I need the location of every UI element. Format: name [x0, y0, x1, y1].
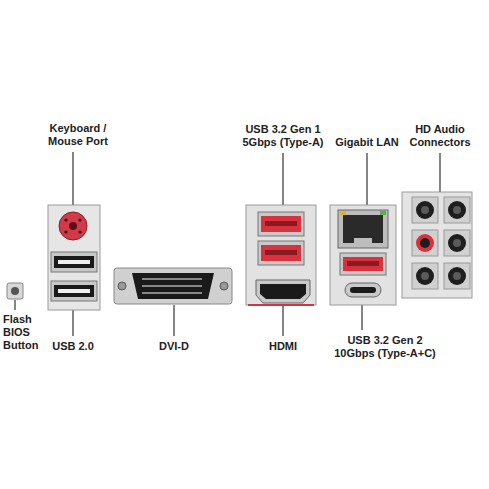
port-label: HD Audio Connectors: [404, 123, 476, 149]
port-label: USB 3.2 Gen 1 5Gbps (Type-A): [233, 123, 333, 149]
port-label: USB 3.2 Gen 2 10Gbps (Type-A+C): [328, 334, 442, 360]
usb3-hdmi-bracket: [246, 205, 316, 305]
port-label: Gigabit LAN: [327, 136, 407, 149]
port-label: DVI-D: [144, 340, 204, 353]
audio-jacks: [402, 192, 472, 298]
button-label: Flash BIOS Button: [3, 313, 45, 352]
leader-lines: [15, 152, 440, 336]
dvi-port: [114, 268, 232, 304]
flash-bios-button: [7, 283, 23, 299]
port-label: USB 2.0: [43, 340, 103, 353]
port-label: HDMI: [253, 340, 313, 353]
port-label: Keyboard / Mouse Port: [40, 122, 116, 148]
lan-usb-bracket: [330, 205, 396, 305]
ps2-usb2-bracket: [48, 205, 100, 310]
